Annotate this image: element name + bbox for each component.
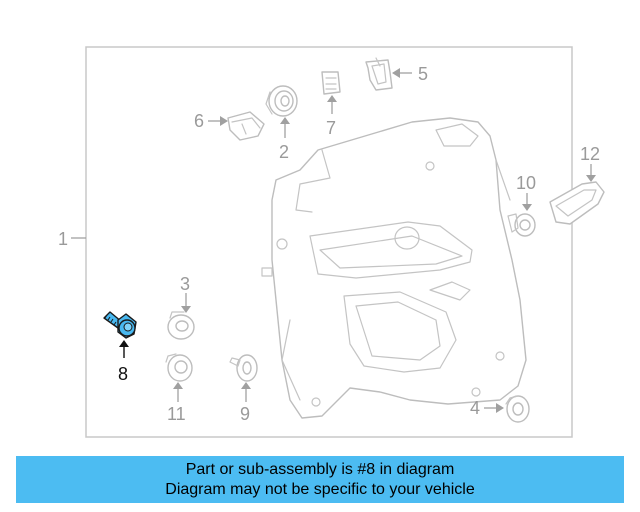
part-4-clip (505, 395, 530, 423)
info-banner: Part or sub-assembly is #8 in diagram Di… (16, 456, 624, 503)
part-10-grommet (507, 213, 536, 237)
callout-1: 1 (58, 229, 68, 249)
callout-2: 2 (279, 142, 289, 162)
part-2-grommet (265, 85, 298, 117)
part-6-retainer (227, 111, 265, 141)
callout-8: 8 (118, 364, 128, 384)
callout-11: 11 (167, 404, 186, 424)
callout-12: 12 (580, 144, 600, 164)
part-5-bracket (365, 57, 393, 91)
part-9-clip (229, 354, 258, 382)
quarter-trim-panel (261, 117, 527, 419)
callout-6: 6 (194, 111, 204, 131)
part-8-bolt (103, 311, 137, 339)
diagram-frame (85, 46, 573, 438)
part-11-nut (165, 353, 193, 382)
parts-diagram: 1 2 3 (58, 46, 605, 438)
callout-5: 5 (418, 64, 428, 84)
banner-line-1: Part or sub-assembly is #8 in diagram (185, 461, 455, 478)
callout-4: 4 (470, 398, 480, 418)
callout-3: 3 (180, 274, 190, 294)
banner-line-2: Diagram may not be specific to your vehi… (165, 481, 475, 498)
callout-9: 9 (240, 404, 250, 424)
callout-7: 7 (326, 118, 336, 138)
part-3-nut (167, 311, 195, 340)
part-12-cover (549, 181, 605, 225)
callout-10: 10 (516, 173, 536, 193)
part-7-clip (321, 71, 341, 95)
callout-8-arrowhead (119, 340, 129, 347)
